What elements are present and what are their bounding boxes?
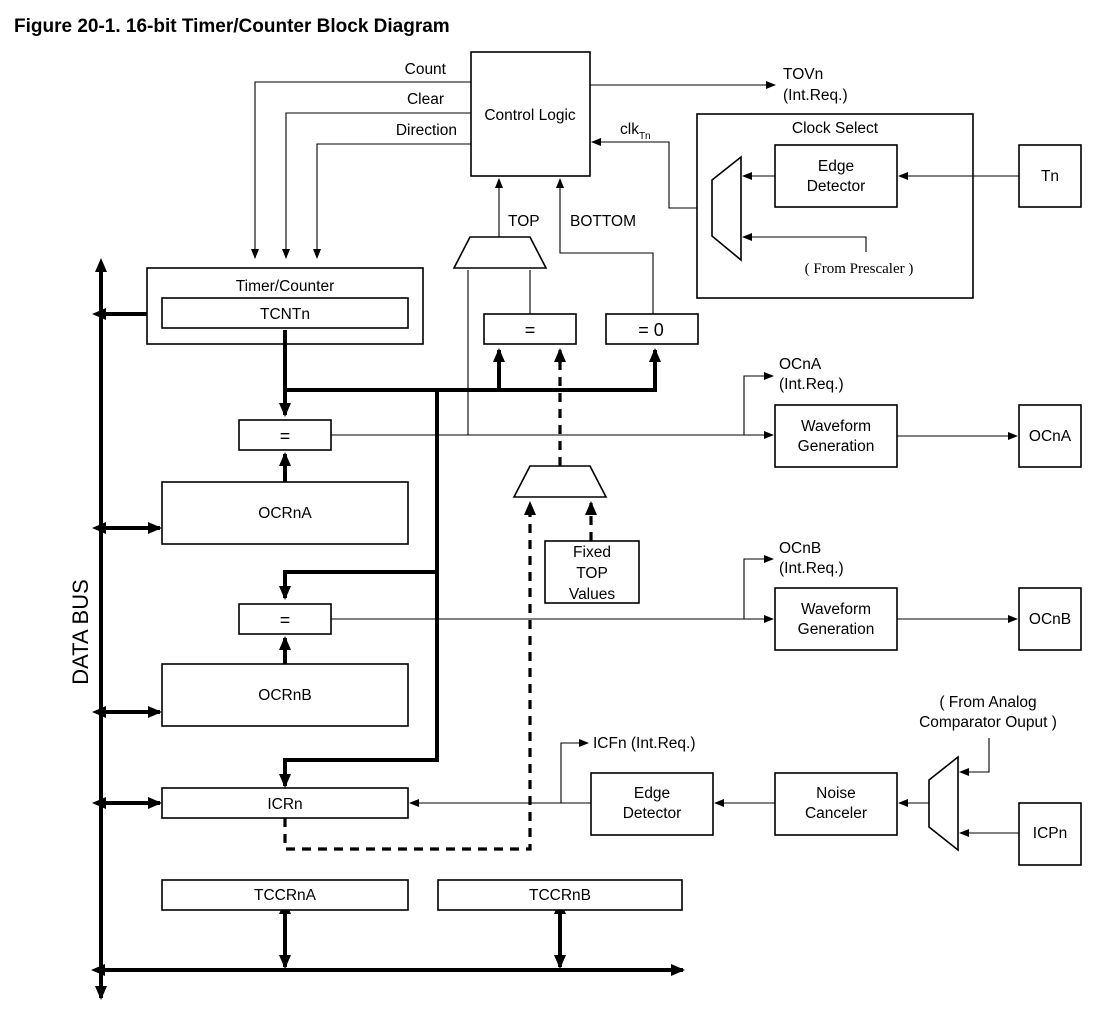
ocna-pin-block [1018,404,1082,468]
control-logic-label: Control Logic [484,107,576,124]
tcntn-register [161,297,409,329]
bottom-comparator-label: = 0 [638,320,664,340]
count-label: Count [405,61,447,78]
clock-edge-detector-label-1: Edge [818,158,854,175]
data-bus-label: DATA BUS [68,579,93,685]
tccrna-register [161,879,409,911]
prescaler-line [742,233,867,252]
ocnb-pin-block [1018,587,1082,651]
timer-counter-label: Timer/Counter [236,278,334,295]
clock-select-label: Clock Select [792,120,879,137]
top-comparator [483,313,577,345]
capture-mux [928,755,959,852]
clock-edge-detector-block [774,144,898,208]
icrn-label: ICRn [267,796,302,813]
ocrna-label: OCRnA [258,505,312,522]
capture-edge-detector-block [590,772,714,836]
control-outputs [251,81,471,259]
tccrnb-label: TCCRnB [529,887,591,904]
fixed-top-label-3: Values [569,586,615,603]
clock-mux [711,155,742,262]
bottom-label: BOTTOM [570,213,636,230]
waveform-b-label-2: Generation [798,621,875,638]
ocnb-int-label-1: OCnB [779,540,821,557]
data-bus: DATA BUS [68,258,685,1000]
direction-label: Direction [396,122,457,139]
tccrna-label: TCCRnA [254,887,317,904]
ocna-int-label-1: OCnA [779,356,822,373]
ocra-comparator-label: = [280,426,291,446]
control-logic-block [470,51,591,177]
top-label: TOP [508,213,540,230]
noise-canceler-label-2: Canceler [805,805,867,822]
fixed-top-label-1: Fixed [573,544,611,561]
clk-label: clkTn [620,121,651,142]
ocrnb-label: OCRnB [258,687,311,704]
ocrb-comparator-label: = [280,610,291,630]
from-analog-label-2: Comparator Ouput ) [919,714,1057,731]
capture-edge-detector-label-2: Detector [623,805,682,822]
from-prescaler-label: ( From Prescaler ) [805,261,914,277]
noise-canceler-block [774,772,898,836]
ocrb-comparator [238,603,332,635]
top-comparator-label: = [525,320,536,340]
icpn-label: ICPn [1033,825,1067,842]
icrn-register [161,787,409,819]
ocna-int-label-2: (Int.Req.) [779,376,844,393]
tccrnb-register [437,879,683,911]
fixed-top-mux [512,465,608,498]
fixed-top-label-2: TOP [576,565,608,582]
waveform-generation-a [774,404,898,468]
waveform-b-label-1: Waveform [801,601,871,618]
ocnb-int-label-2: (Int.Req.) [779,560,844,577]
top-mux [452,236,548,269]
internal-bus [279,330,661,788]
clock-edge-detector-label-2: Detector [807,178,866,195]
clk-line [591,138,697,209]
tovn-int-label: (Int.Req.) [783,87,848,104]
tcntn-label: TCNTn [260,306,310,323]
ocnb-int-line [743,555,774,619]
tovn-label: TOVn [783,66,823,83]
ocnb-pin-label: OCnB [1029,611,1071,628]
bottom-comparator [605,313,699,345]
clear-label: Clear [407,91,444,108]
icrn-to-top-mux-line [283,501,536,851]
icfn-line [560,739,589,803]
noise-canceler-label-1: Noise [816,785,856,802]
analog-comparator-line [959,738,990,776]
figure-title: Figure 20-1. 16-bit Timer/Counter Block … [14,16,450,37]
waveform-generation-b [774,587,898,651]
bottom-line [556,178,654,314]
fixed-top-values-block [544,540,640,604]
ocna-int-line [743,372,774,435]
tn-label: Tn [1041,168,1059,185]
waveform-a-label-2: Generation [798,438,875,455]
icpn-pin-block [1018,802,1082,866]
waveform-a-label-1: Waveform [801,418,871,435]
ocna-pin-label: OCnA [1029,428,1072,445]
bus-connections [92,308,566,969]
icfn-label: ICFn (Int.Req.) [593,735,696,752]
from-analog-label-1: ( From Analog [939,694,1036,711]
capture-edge-detector-label-1: Edge [634,785,670,802]
